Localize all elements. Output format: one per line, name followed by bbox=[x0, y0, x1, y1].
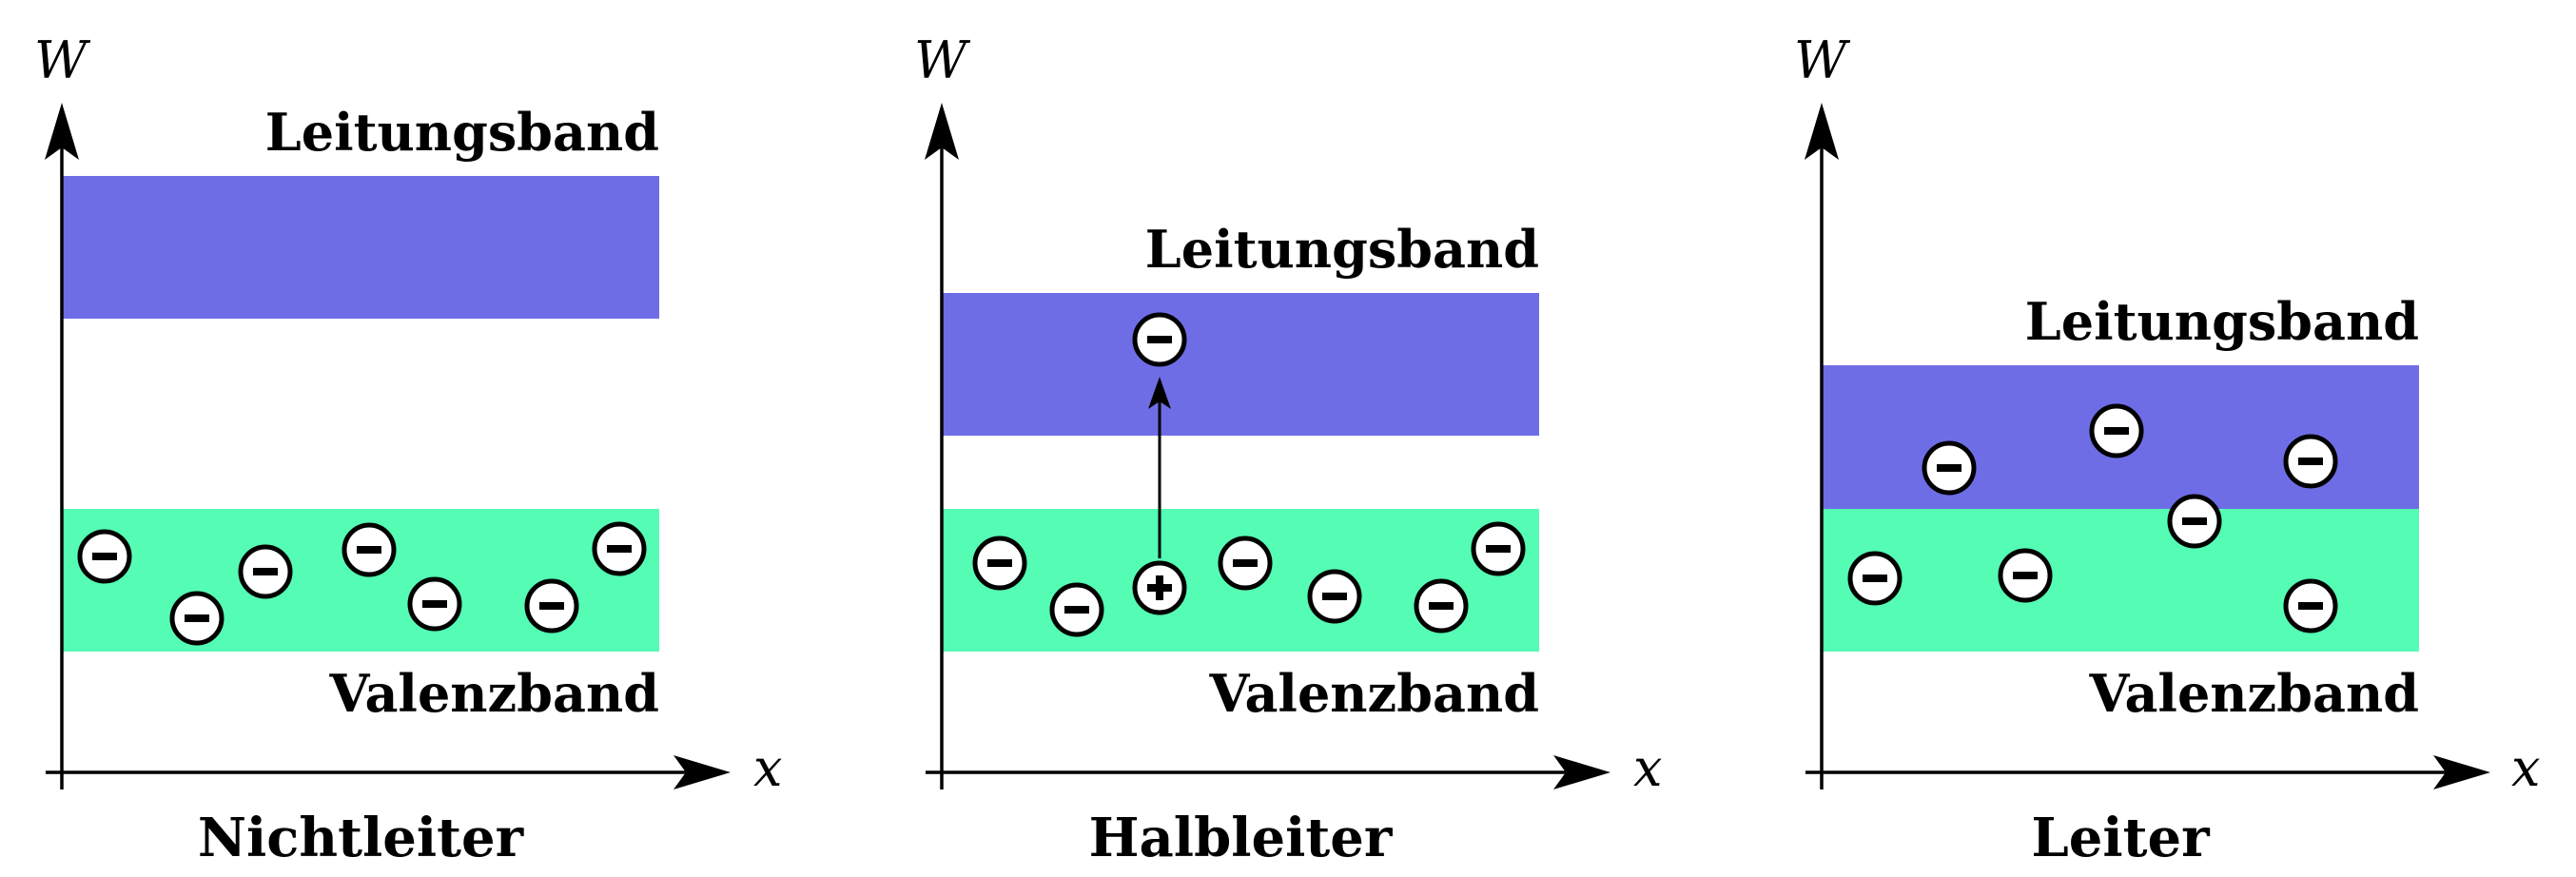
panel-leiter: W x Leitungsband Valenzband Leiter bbox=[1794, 30, 2540, 869]
x-axis-label: x bbox=[2511, 738, 2540, 798]
valence-band-label: Valenzband bbox=[2089, 663, 2420, 724]
conduction-band-label: Leitungsband bbox=[2025, 291, 2419, 352]
electron bbox=[2167, 494, 2222, 549]
electron bbox=[77, 529, 132, 584]
electron bbox=[1049, 582, 1104, 637]
electron bbox=[407, 576, 462, 632]
y-axis-label: W bbox=[1794, 30, 1851, 90]
conduction-band-label: Leitungsband bbox=[1145, 219, 1539, 280]
x-axis-arrowhead bbox=[1553, 755, 1610, 789]
valence-band-label: Valenzband bbox=[329, 663, 660, 724]
electron bbox=[1132, 312, 1187, 367]
electron bbox=[1998, 548, 2053, 603]
electron bbox=[2283, 434, 2338, 489]
electron bbox=[1922, 440, 1977, 496]
electron bbox=[1847, 551, 1903, 606]
electron bbox=[1307, 569, 1362, 624]
electron bbox=[2089, 403, 2144, 458]
y-axis-label: W bbox=[34, 30, 91, 90]
electron bbox=[342, 522, 397, 577]
electron bbox=[524, 578, 579, 633]
hole bbox=[1132, 560, 1187, 615]
conduction-band bbox=[62, 176, 659, 319]
excitation-arrowhead bbox=[1148, 377, 1171, 409]
electron bbox=[2283, 578, 2338, 633]
x-axis-label: x bbox=[1633, 738, 1662, 798]
y-axis-arrowhead bbox=[925, 103, 959, 160]
panel-halbleiter: W x Leitungsband Valenzband Halbleiter bbox=[914, 30, 1662, 869]
valence-band-label: Valenzband bbox=[1209, 663, 1540, 724]
x-axis-label: x bbox=[753, 738, 782, 798]
electron bbox=[592, 521, 647, 576]
electron bbox=[238, 544, 293, 599]
electron bbox=[1414, 578, 1469, 633]
y-axis-arrowhead bbox=[45, 103, 79, 160]
panel-nichtleiter: W x Leitungsband Valenzband Nichtleiter bbox=[34, 30, 782, 869]
panel-title: Halbleiter bbox=[1089, 807, 1394, 869]
panel-title: Leiter bbox=[2031, 807, 2211, 869]
valence-band bbox=[1822, 509, 2419, 652]
electron bbox=[1471, 521, 1526, 576]
electron bbox=[169, 591, 224, 646]
x-axis-arrowhead bbox=[2433, 755, 2490, 789]
conduction-band-label: Leitungsband bbox=[265, 102, 659, 163]
conduction-band bbox=[942, 293, 1539, 436]
y-axis-label: W bbox=[914, 30, 971, 90]
electron bbox=[1218, 536, 1273, 591]
x-axis-arrowhead bbox=[673, 755, 731, 789]
y-axis-arrowhead bbox=[1805, 103, 1839, 160]
panel-title: Nichtleiter bbox=[198, 807, 525, 869]
electron bbox=[972, 536, 1027, 591]
